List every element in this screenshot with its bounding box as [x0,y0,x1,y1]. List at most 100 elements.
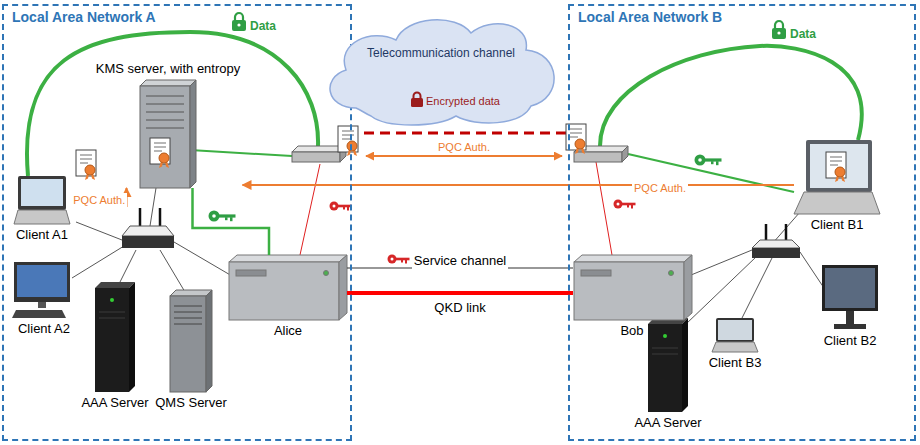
lock-icon [411,93,423,108]
server-tower [174,318,202,319]
client-laptop: Client B3 [707,318,764,370]
kms-server: KMS server, with entropy [94,61,243,188]
label-holder: PQC Auth. [438,137,490,155]
server-tower [146,104,184,105]
key-icon [388,255,410,264]
device-label: Client B2 [824,333,877,348]
network-wire [686,257,756,324]
channel-title: Telecommunication channel [316,46,566,60]
network-wire [160,250,185,292]
network-region: Local Area Network BBobClient B1Client B… [568,4,916,441]
pqc-auth-arrow [72,188,127,206]
device-label: Alice [274,323,302,338]
pqc-auth-label: PQC Auth. [438,141,490,154]
encryptor-device [574,152,622,162]
network-wire [76,222,122,240]
laptop-icon [810,144,868,188]
laptop-icon [14,210,70,224]
edge-label: Service channel [412,253,509,269]
server-tower [652,354,678,355]
server-tower [129,282,135,392]
device-label: KMS server, with entropy [96,61,241,76]
server-tower [99,318,125,319]
server-tower [682,318,688,412]
laptop-icon [18,176,66,210]
client-laptop: Client B1 [794,140,880,232]
lock-icon [232,13,246,31]
laptop-icon [718,320,752,340]
aaa-server: AAA Server [632,318,704,430]
encrypted-link [364,132,566,135]
certificate-icon [76,124,846,182]
qkd-device [684,255,692,320]
network-wire [691,250,752,275]
data-line [27,32,862,176]
qkd-device [669,271,674,276]
key-icon [209,211,236,222]
server-tower [95,288,129,392]
device-label: Client A2 [18,321,70,336]
certificate-icon [76,150,96,180]
desktop-icon [17,265,67,297]
server-tower [95,282,135,392]
edge-label-holder: Service channel [412,251,509,269]
desktop-icon [14,262,70,302]
server-tower [648,318,688,412]
certificate-icon [150,138,170,168]
device-label: QMS Server [155,395,227,410]
router-icon [122,236,174,248]
cloud-outline [316,8,566,128]
key-delivery-line [596,162,612,255]
qkd-link [347,291,573,295]
server-tower [663,334,667,338]
router-icon [752,248,800,258]
server-tower [170,290,212,296]
key-distribution-line [190,150,292,156]
network-wire [72,246,124,278]
qkd-device [229,262,339,320]
device-label: AAA Server [634,415,701,430]
server-tower [190,80,196,188]
key-icon [330,202,352,211]
edge-label-holder: PQC Auth. [632,178,688,196]
client-desktop: Client A2 [10,262,78,336]
desktop-icon [846,311,854,324]
key-icon [695,155,722,166]
certificate-icon [338,126,358,156]
router-icon [122,208,800,258]
qkd-device [339,255,347,320]
cloud-outline [330,20,554,125]
key-link [193,188,270,255]
edge-label: QKD link [432,300,487,316]
server-tower [140,80,196,188]
client-laptop: Client A1 [12,176,72,242]
desktop-icon [12,262,878,329]
network-title: Local Area Network A [4,6,164,28]
server-tower [174,324,202,325]
device-label: Bob [620,323,643,338]
lock-icon [414,93,421,99]
qkd-device [229,255,347,262]
server-tower [170,296,206,392]
desktop-icon [12,310,66,318]
network-wire [174,242,232,276]
server-tower [110,298,114,302]
key-distribution-line [190,150,794,192]
qkd-device: Bob [573,255,691,338]
device-label: Client B1 [811,217,864,232]
encrypted-label: Encrypted data [426,95,500,108]
label-holder: Data [790,24,816,42]
network-wire [120,250,136,282]
server-tower [174,312,202,313]
laptop-icon [21,179,63,206]
aaa-server: AAA Server [79,282,151,410]
server-tower [206,290,212,392]
data-label: Data [250,19,276,33]
edge-label: PQC Auth. [632,181,688,195]
key-delivery-line [300,162,612,255]
qkd-device [324,271,329,276]
server-tower [170,290,212,392]
edge-label: PQC Auth. [71,193,127,207]
laptop-icon [716,318,754,342]
